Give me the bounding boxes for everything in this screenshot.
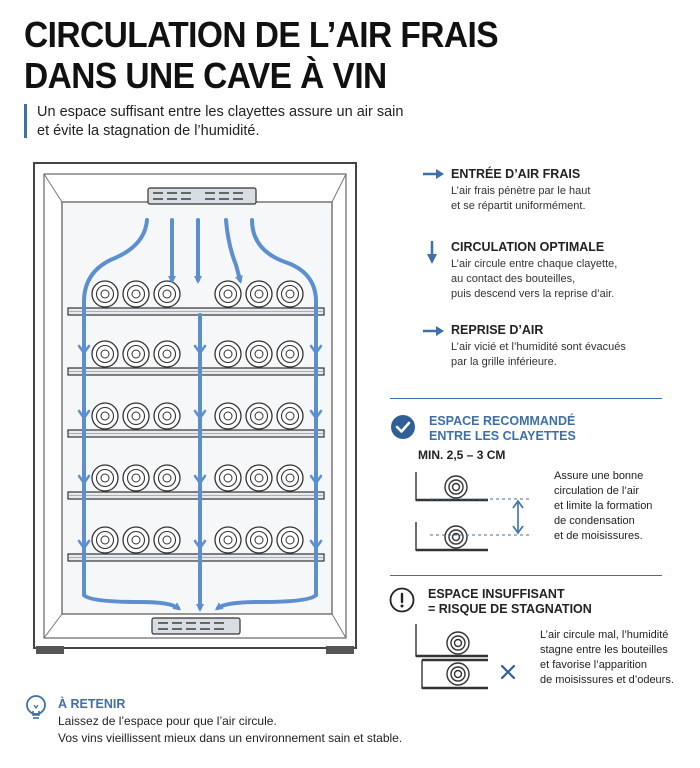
- wine-bottle: [91, 402, 119, 430]
- air-flow-path: [82, 593, 182, 611]
- title-line-1: CIRCULATION DE L’AIR FRAIS: [24, 14, 499, 55]
- wine-bottle: [214, 526, 242, 554]
- air-flow-path: [224, 218, 243, 284]
- wine-bottle: [153, 526, 181, 554]
- top-air-inlet-grille: [147, 187, 257, 205]
- wine-bottle: [276, 526, 304, 554]
- arrow-down-icon: [427, 241, 437, 264]
- intro-line-2: et évite la stagnation de l’humidité.: [37, 123, 260, 139]
- wine-shelf: [67, 402, 325, 438]
- retenir-title: À RETENIR: [58, 697, 126, 711]
- cross-icon: [500, 664, 516, 680]
- arrow-right-icon: [423, 169, 444, 179]
- retenir-text: Laissez de l’espace pour que l’air circu…: [58, 714, 403, 745]
- arrow-right-icon: [423, 326, 444, 336]
- wine-bottle: [276, 464, 304, 492]
- wine-bottle: [245, 464, 273, 492]
- air-flow-arrowhead: [309, 344, 323, 355]
- bottom-air-outlet-grille: [151, 617, 241, 635]
- wine-bottle: [153, 402, 181, 430]
- divider-1: [390, 398, 662, 399]
- wine-bottle: [245, 280, 273, 308]
- wine-shelf: [67, 280, 325, 316]
- wine-bottle: [91, 526, 119, 554]
- wine-bottle: [91, 464, 119, 492]
- intro-line-1: Un espace suffisant entre les clayettes …: [37, 104, 404, 120]
- wine-bottle: [245, 340, 273, 368]
- air-flow-arrowhead: [77, 474, 91, 485]
- legend-title-circulation: CIRCULATION OPTIMALE: [451, 240, 605, 254]
- air-flow-arrowhead: [193, 474, 207, 485]
- wine-bottle: [122, 464, 150, 492]
- air-flow-arrowhead: [309, 539, 323, 550]
- wine-bottle: [91, 340, 119, 368]
- wine-shelf: [67, 340, 325, 376]
- air-flow-arrowhead: [193, 539, 207, 550]
- air-flow-arrowhead: [309, 474, 323, 485]
- warning-circle-icon: [389, 587, 415, 613]
- wine-bottle: [214, 340, 242, 368]
- wine-bottle: [91, 280, 119, 308]
- air-flow-path: [250, 218, 318, 597]
- wine-bottle: [276, 402, 304, 430]
- recommended-space-illustration: [415, 472, 532, 552]
- air-flow-path: [214, 593, 318, 611]
- wine-bottle: [276, 340, 304, 368]
- recommended-measure: MIN. 2,5 – 3 CM: [418, 448, 506, 462]
- title-line-2: DANS UNE CAVE À VIN: [24, 55, 387, 96]
- air-flow-path: [82, 218, 149, 597]
- wine-cellar-diagram: [33, 162, 357, 654]
- page-title: CIRCULATION DE L’AIR FRAIS DANS UNE CAVE…: [24, 14, 638, 96]
- wine-shelf: [67, 526, 325, 562]
- wine-bottle: [214, 464, 242, 492]
- cabinet-foot-left: [36, 646, 64, 654]
- cabinet-door: [43, 173, 347, 639]
- air-flow-arrowhead: [193, 344, 207, 355]
- wine-bottle: [245, 526, 273, 554]
- insufficient-title: ESPACE INSUFFISANT= RISQUE DE STAGNATION: [428, 587, 592, 616]
- air-flow-arrowhead: [77, 409, 91, 420]
- lightbulb-icon: [26, 695, 46, 719]
- intro-text: Un espace suffisant entre les clayettes …: [37, 103, 417, 141]
- wine-shelf: [67, 464, 325, 500]
- wine-bottle: [214, 280, 242, 308]
- wine-bottle: [153, 280, 181, 308]
- air-flow-arrowhead: [193, 409, 207, 420]
- air-flow-arrowhead: [77, 539, 91, 550]
- cabinet-foot-right: [326, 646, 354, 654]
- wine-bottle: [214, 402, 242, 430]
- wine-bottle: [153, 340, 181, 368]
- wine-bottle: [122, 280, 150, 308]
- wine-bottle: [122, 526, 150, 554]
- legend-title-outlet: REPRISE D’AIR: [451, 323, 544, 337]
- shelves-group: [67, 280, 325, 562]
- air-flow-arrowhead: [309, 409, 323, 420]
- wine-bottle: [245, 402, 273, 430]
- wine-bottle: [122, 340, 150, 368]
- insufficient-space-illustration: [415, 624, 516, 690]
- check-circle-icon: [391, 415, 415, 439]
- intro-accent-bar: [24, 104, 27, 138]
- wine-bottle: [122, 402, 150, 430]
- divider-2: [390, 575, 662, 576]
- air-flow-arrows: [77, 218, 323, 612]
- wine-bottle: [153, 464, 181, 492]
- legend-text-circulation: L’air circule entre chaque clayette,au c…: [451, 258, 618, 300]
- legend-title-inlet: ENTRÉE D’AIR FRAIS: [451, 167, 581, 181]
- wine-bottle: [276, 280, 304, 308]
- air-flow-arrowhead: [77, 344, 91, 355]
